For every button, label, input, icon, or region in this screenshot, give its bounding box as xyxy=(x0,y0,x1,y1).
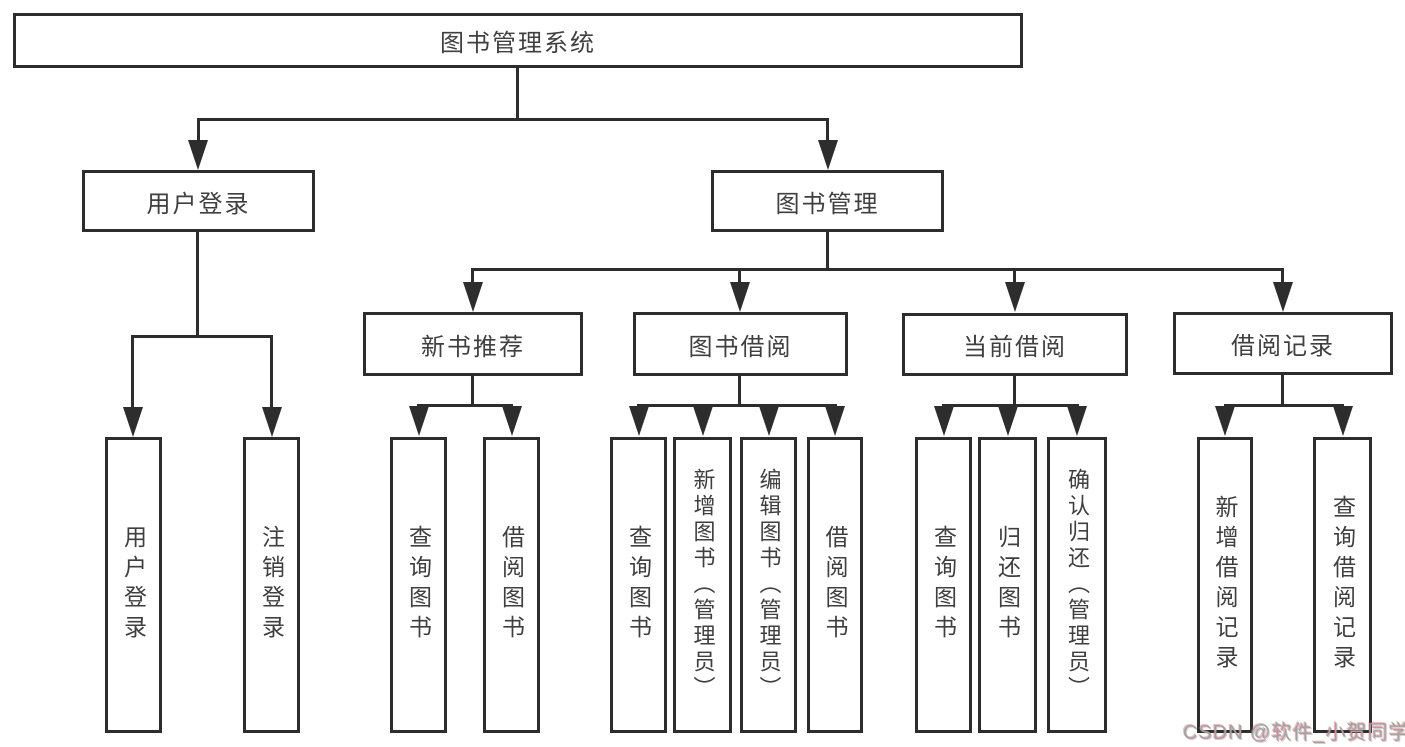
connector-root-bar xyxy=(197,118,829,121)
arrow-down-icon xyxy=(629,406,649,436)
arrow-down-icon xyxy=(934,406,954,436)
node-root: 图书管理系统 xyxy=(13,13,1023,68)
connector-currentborrow-stem xyxy=(1013,376,1016,407)
leaf-query-record-label: 查询借阅记录 xyxy=(1329,495,1356,675)
leaf-add-record: 新增借阅记录 xyxy=(1197,437,1253,733)
connector-newbookrec-bar xyxy=(417,404,513,407)
node-root-label: 图书管理系统 xyxy=(440,30,596,57)
leaf-query-record: 查询借阅记录 xyxy=(1313,437,1372,733)
arrow-down-icon xyxy=(409,406,429,436)
leaf-return-book: 归还图书 xyxy=(978,437,1037,733)
node-book-mgmt: 图书管理 xyxy=(711,170,944,232)
leaf-borrow-book-borrow-label: 借阅图书 xyxy=(822,525,848,645)
connector-currentborrow-bar xyxy=(942,404,1079,407)
connector-bookmgmt-leg-4 xyxy=(1281,268,1284,285)
node-new-book-rec-label: 新书推荐 xyxy=(421,333,525,361)
connector-userlogin-bar xyxy=(131,335,273,338)
connector-root-stem xyxy=(516,66,519,120)
leaf-logout: 注销登录 xyxy=(243,437,300,733)
leaf-borrow-book-borrow: 借阅图书 xyxy=(807,437,863,733)
node-user-login: 用户登录 xyxy=(82,170,315,232)
arrow-down-icon xyxy=(1333,406,1353,436)
leaf-edit-book: 编辑图书（管理员） xyxy=(740,437,797,733)
connector-bookmgmt-stem xyxy=(826,230,829,270)
node-book-mgmt-label: 图书管理 xyxy=(775,190,880,218)
connector-bookborrow-bar xyxy=(637,404,837,407)
leaf-add-record-label: 新增借阅记录 xyxy=(1212,495,1238,675)
connector-userlogin-leg-right xyxy=(270,335,273,410)
leaf-user-login: 用户登录 xyxy=(105,437,162,733)
csdn-watermark: CSDN @软件_小贺同学 xyxy=(1183,722,1405,744)
node-new-book-rec: 新书推荐 xyxy=(363,312,583,376)
leaf-confirm-return-label: 确认归还（管理员） xyxy=(1065,468,1090,702)
leaf-query-book-borrow-label: 查询图书 xyxy=(625,525,652,645)
connector-bookmgmt-leg-2 xyxy=(738,268,741,285)
arrow-down-icon xyxy=(1273,282,1293,312)
leaf-logout-label: 注销登录 xyxy=(258,525,285,645)
arrow-down-icon xyxy=(123,407,143,437)
node-current-borrow: 当前借阅 xyxy=(902,313,1128,376)
leaf-user-login-label: 用户登录 xyxy=(120,525,147,645)
node-user-login-label: 用户登录 xyxy=(146,190,251,218)
connector-newbookrec-stem xyxy=(471,376,474,407)
leaf-add-book-label: 新增图书（管理员） xyxy=(690,468,716,702)
arrow-down-icon xyxy=(730,282,750,312)
leaf-edit-book-label: 编辑图书（管理员） xyxy=(756,468,782,702)
connector-root-leg-right xyxy=(826,118,829,144)
leaf-query-book-current-label: 查询图书 xyxy=(930,525,957,645)
leaf-query-book-rec-label: 查询图书 xyxy=(405,525,432,645)
arrow-down-icon xyxy=(502,406,522,436)
arrow-down-icon xyxy=(1215,406,1235,436)
connector-bookmgmt-bar xyxy=(471,268,1284,271)
connector-userlogin-stem xyxy=(196,230,199,338)
arrow-down-icon xyxy=(188,140,208,170)
arrow-down-icon xyxy=(1005,282,1025,312)
arrow-down-icon xyxy=(693,406,713,436)
node-book-borrow-label: 图书借阅 xyxy=(688,333,793,361)
leaf-add-book: 新增图书（管理员） xyxy=(673,437,732,733)
node-borrow-records: 借阅记录 xyxy=(1173,312,1393,375)
leaf-borrow-book-rec-label: 借阅图书 xyxy=(498,525,525,645)
connector-userlogin-leg-left xyxy=(131,335,134,410)
leaf-query-book-current: 查询图书 xyxy=(915,437,972,733)
arrow-down-icon xyxy=(825,406,845,436)
arrow-down-icon xyxy=(818,140,838,170)
arrow-down-icon xyxy=(759,406,779,436)
arrow-down-icon xyxy=(998,406,1018,436)
leaf-query-book-rec: 查询图书 xyxy=(390,437,447,733)
connector-borrowrecords-stem xyxy=(1281,375,1284,407)
leaf-return-book-label: 归还图书 xyxy=(994,525,1021,645)
arrow-down-icon xyxy=(262,407,282,437)
connector-borrowrecords-bar xyxy=(1224,404,1344,407)
connector-bookmgmt-leg-1 xyxy=(471,268,474,285)
connector-bookborrow-stem xyxy=(738,376,741,407)
node-book-borrow: 图书借阅 xyxy=(633,312,848,376)
arrow-down-icon xyxy=(463,282,483,312)
connector-bookmgmt-leg-3 xyxy=(1013,268,1016,285)
leaf-confirm-return: 确认归还（管理员） xyxy=(1047,437,1107,733)
node-current-borrow-label: 当前借阅 xyxy=(963,334,1067,361)
leaf-borrow-book-rec: 借阅图书 xyxy=(483,437,540,733)
arrow-down-icon xyxy=(1067,406,1087,436)
connector-root-leg-left xyxy=(197,118,200,144)
leaf-query-book-borrow: 查询图书 xyxy=(610,437,667,733)
node-borrow-records-label: 借阅记录 xyxy=(1231,333,1335,360)
